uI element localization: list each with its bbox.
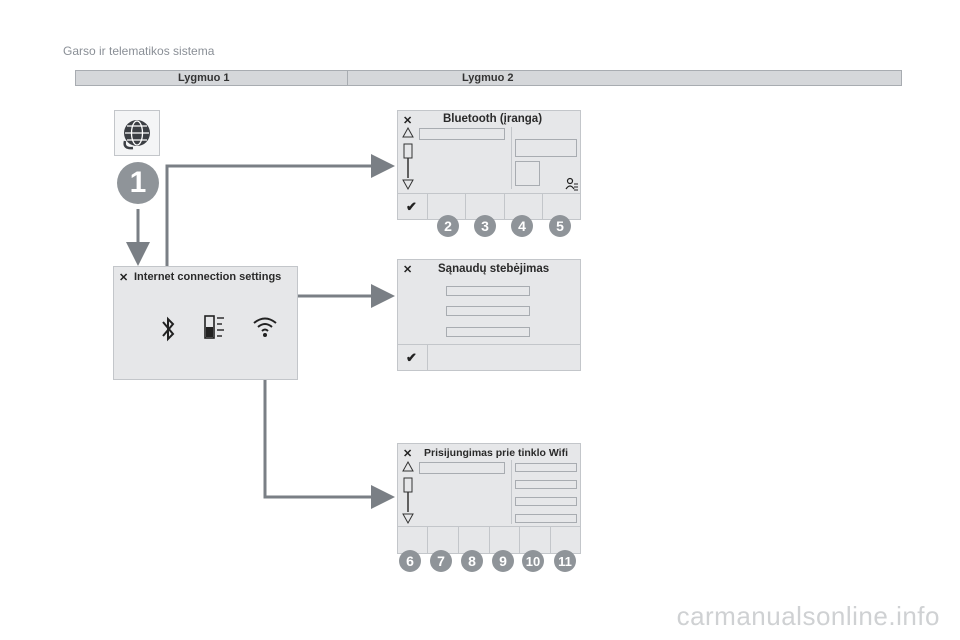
column-divider [511, 127, 512, 189]
callout-badge: 10 [522, 550, 544, 572]
network-option[interactable] [515, 480, 577, 489]
toolbar-sep [504, 193, 505, 219]
profile-list-icon[interactable] [565, 177, 579, 191]
level-header-bar: Lygmuo 1 Lygmuo 2 [75, 70, 902, 86]
globe-icon [123, 120, 150, 150]
callout-badge: 4 [511, 215, 533, 237]
level1-label: Lygmuo 1 [178, 72, 230, 84]
level2-label: Lygmuo 2 [462, 72, 514, 84]
usage-field[interactable] [446, 327, 530, 337]
usage-field[interactable] [446, 286, 530, 296]
callout-badge: 7 [430, 550, 452, 572]
wifi-screen: ✕ Prisijungimas prie tinklo Wifi [397, 443, 581, 554]
callout-badge: 6 [399, 550, 421, 572]
bluetooth-screen-title: Bluetooth (įranga) [443, 113, 543, 125]
network-option[interactable] [515, 514, 577, 523]
data-usage-icon[interactable] [202, 313, 228, 341]
toolbar-divider [398, 344, 580, 345]
toolbar-sep [489, 526, 490, 553]
network-name-field[interactable] [419, 462, 505, 474]
check-icon[interactable]: ✔ [406, 199, 417, 214]
toolbar-sep [427, 526, 428, 553]
network-option[interactable] [515, 497, 577, 506]
toolbar-divider [398, 193, 580, 194]
bluetooth-icon[interactable] [158, 315, 178, 343]
toolbar-sep [542, 193, 543, 219]
toolbar-sep [427, 344, 428, 370]
internet-panel-title: Internet connection settings [134, 271, 282, 283]
callout-badge: 11 [554, 550, 576, 572]
arrow-bluetooth-to-screen [165, 154, 395, 313]
toolbar-sep [458, 526, 459, 553]
network-option[interactable] [515, 463, 577, 472]
usage-screen-title: Sąnaudų stebėjimas [438, 263, 550, 275]
callout-badge: 9 [492, 550, 514, 572]
close-icon[interactable]: ✕ [403, 264, 413, 276]
device-thumbnail[interactable] [515, 161, 540, 186]
device-name-field[interactable] [419, 128, 505, 140]
scrollbar[interactable] [401, 126, 415, 192]
check-icon[interactable]: ✔ [406, 350, 417, 365]
arrow-wifi-to-screen [263, 338, 395, 509]
bluetooth-screen: ✕ Bluetooth (įranga) ✔ [397, 110, 581, 220]
toolbar-sep [550, 526, 551, 553]
toolbar-sep [427, 193, 428, 219]
level-divider [347, 71, 348, 85]
device-info-field[interactable] [515, 139, 577, 157]
callout-badge: 2 [437, 215, 459, 237]
usage-screen: ✕ Sąnaudų stebėjimas ✔ [397, 259, 581, 371]
column-divider [511, 460, 512, 524]
callout-badge: 3 [474, 215, 496, 237]
section-title: Garso ir telematikos sistema [63, 44, 215, 58]
internet-settings-panel: ✕ Internet connection settings [113, 266, 298, 380]
scrollbar[interactable] [401, 460, 415, 526]
wifi-screen-title: Prisijungimas prie tinklo Wifi [424, 447, 569, 459]
globe-tile[interactable] [114, 110, 160, 156]
close-icon[interactable]: ✕ [403, 448, 413, 460]
wifi-icon[interactable] [252, 315, 278, 339]
step-badge: 1 [117, 162, 159, 204]
toolbar-sep [519, 526, 520, 553]
usage-field[interactable] [446, 306, 530, 316]
callout-badge: 8 [461, 550, 483, 572]
watermark: carmanualsonline.info [676, 601, 940, 631]
callout-badge: 5 [549, 215, 571, 237]
close-icon[interactable]: ✕ [119, 272, 129, 284]
close-icon[interactable]: ✕ [403, 115, 413, 127]
toolbar-sep [465, 193, 466, 219]
